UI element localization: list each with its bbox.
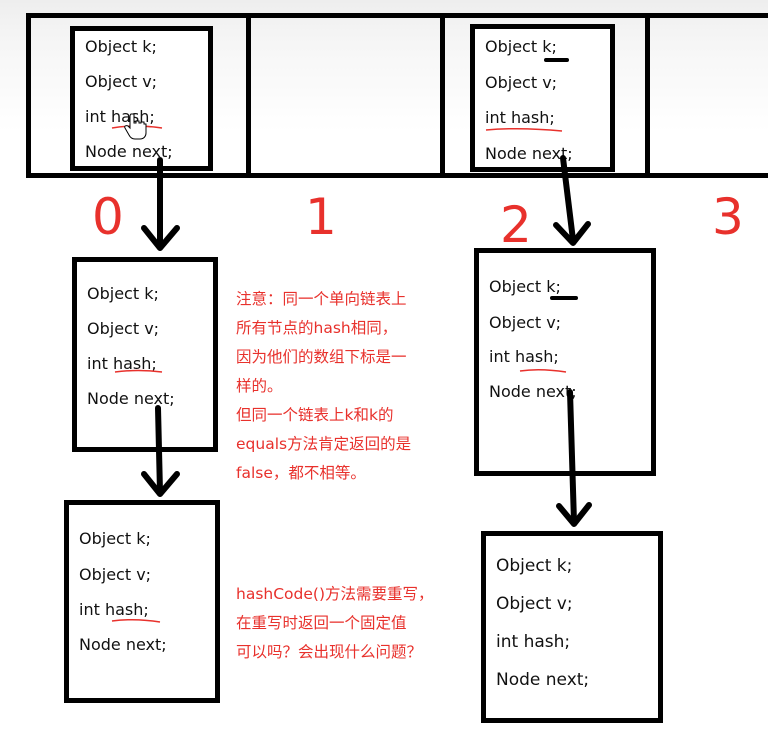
question-line: 可以吗？会出现什么问题？	[236, 643, 423, 661]
note-line: equals方法肯定返回的是	[236, 435, 412, 453]
chain0-node-3: Object k; Object v; int hash; Node next;	[64, 500, 220, 703]
array-index-0: 0	[92, 188, 124, 246]
node-field-hash: int hash;	[489, 347, 559, 366]
chain2-node-2: Object k; Object v; int hash; Node next;	[474, 248, 656, 476]
annotation-note: 注意：同一个单向链表上 所有节点的hash相同， 因为他们的数组下标是一 样的。…	[236, 285, 496, 488]
node-field-v: Object v;	[85, 72, 158, 91]
arrowhead	[141, 471, 180, 497]
chain2-node-3: Object k; Object v; int hash; Node next;	[481, 531, 663, 723]
node-field-hash: int hash;	[79, 600, 149, 619]
array-index-3: 3	[712, 188, 744, 246]
next-pointer-arrow	[155, 405, 163, 495]
hash-underline	[485, 127, 563, 132]
next-pointer-arrow	[560, 155, 576, 243]
node-field-next: Node next;	[485, 144, 573, 163]
node-field-next: Node next;	[87, 389, 175, 408]
node-field-k: Object k;	[485, 37, 557, 56]
node-field-next: Node next;	[489, 382, 577, 401]
node-field-v: Object v;	[87, 319, 160, 338]
node-field-k: Object k;	[85, 37, 157, 56]
array-cell-divider	[246, 13, 251, 178]
array-index-2: 2	[500, 196, 532, 254]
hash-underline	[114, 369, 163, 373]
note-line: 但同一个链表上k和k的	[236, 406, 394, 424]
node-field-k: Object k;	[496, 556, 573, 576]
node-field-hash: int hash;	[87, 354, 157, 373]
array-cell-divider	[440, 13, 445, 178]
array-index-1: 1	[305, 188, 337, 246]
note-line: false，都不相等。	[236, 464, 366, 482]
annotation-question: hashCode()方法需要重写， 在重写时返回一个固定值 可以吗？会出现什么问…	[236, 580, 496, 667]
node-field-v: Object v;	[489, 313, 562, 332]
node-field-v: Object v;	[485, 73, 558, 92]
hash-underline	[111, 618, 161, 623]
chain0-node-2: Object k; Object v; int hash; Node next;	[72, 257, 218, 452]
node-field-next: Node next;	[85, 142, 173, 161]
arrowhead	[141, 225, 180, 251]
node-field-k: Object k;	[87, 284, 159, 303]
note-line: 因为他们的数组下标是一	[236, 348, 407, 366]
arrowhead	[556, 502, 592, 527]
question-line: 在重写时返回一个固定值	[236, 614, 407, 632]
node-field-k: Object k;	[489, 277, 561, 296]
arrowhead	[553, 221, 591, 246]
node-field-v: Object v;	[79, 565, 152, 584]
note-line: 样的。	[236, 377, 283, 395]
question-line: hashCode()方法需要重写，	[236, 585, 434, 603]
hand-cursor-icon	[124, 113, 147, 140]
array-cell-divider	[645, 13, 650, 178]
hash-table-array	[26, 13, 768, 178]
hash-underline	[519, 368, 567, 373]
node-field-v: Object v;	[496, 594, 573, 614]
node-field-k: Object k;	[79, 529, 151, 548]
note-line: 注意：同一个单向链表上	[236, 290, 407, 308]
node-field-next: Node next;	[79, 635, 167, 654]
node-field-hash: int hash;	[496, 632, 571, 652]
next-pointer-arrow	[567, 389, 577, 525]
node-field-hash: int hash;	[485, 108, 555, 127]
note-line: 所有节点的hash相同，	[236, 319, 398, 337]
node-field-next: Node next;	[496, 670, 590, 690]
array-node-2: Object k; Object v; int hash; Node next;	[470, 24, 615, 172]
